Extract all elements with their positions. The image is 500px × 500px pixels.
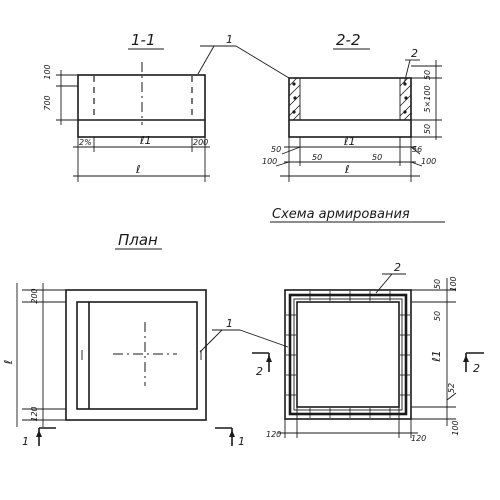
plan-view: План 1 200 120 ℓ 1 — [2, 231, 289, 448]
dim-2-2-right-mid: 5×100 — [423, 85, 432, 112]
dim-2-2-bl-50: 50 — [271, 145, 281, 154]
plan-cut-marker-right: 1 — [215, 427, 245, 448]
dim-2-2-b-50a: 50 — [312, 153, 322, 162]
plan-cut-marker-left: 1 — [22, 427, 56, 448]
callout-1-leader-a — [197, 45, 215, 75]
reinforcement-dim-bl-120: 120 — [266, 430, 281, 439]
reinforcement-cut-marker-right: 2 — [463, 352, 484, 375]
dim-2-2-br-100: 100 — [421, 157, 436, 166]
reinforcement-rebar-inner — [293, 298, 403, 411]
dim-2-2-b-50b: 50 — [372, 153, 382, 162]
dim-1-1-inner: ℓ1 — [139, 134, 152, 147]
dim-leader — [410, 146, 421, 155]
dim-2-2-inner: ℓ1 — [343, 135, 356, 148]
dim-2-2-br-56: 56 — [412, 145, 422, 154]
dim-1-1-left-edge: 2% — [79, 138, 92, 147]
section-1-1: 1-1 100 700 1 2% 200 ℓ1 ℓ — [43, 31, 290, 182]
callout-1-leader-b — [235, 45, 290, 79]
plan-outer-outline — [65, 289, 207, 421]
reinforcement-cut-left-label: 2 — [256, 365, 263, 378]
reinforcement-scheme-title: Схема армирования — [272, 207, 410, 222]
section-2-2-wall-left — [288, 77, 301, 121]
plan-cut-right-label: 1 — [238, 435, 245, 448]
dim-2-2-overall: ℓ — [344, 163, 350, 176]
plan-dim-top: 200 — [30, 288, 39, 303]
dim-2-2-right-bottom: 50 — [423, 124, 432, 134]
plan-callout-1-leader-b — [239, 329, 289, 348]
reinforcement-links — [286, 291, 410, 418]
dim-1-1-overall: ℓ — [135, 163, 141, 176]
plan-dim-overall: ℓ — [2, 360, 15, 366]
plan-callout-1-leader-a — [199, 329, 223, 353]
section-2-2-wall-left-hatch — [288, 77, 301, 121]
section-2-2: 2-2 2 — [262, 31, 442, 182]
plan-title: План — [118, 231, 158, 249]
dim-1-1-top: 100 — [43, 64, 52, 79]
dim-leader — [275, 161, 290, 167]
plan-callout-1-label: 1 — [226, 317, 233, 330]
reinforcement-rebar-outer — [288, 293, 408, 416]
reinforcement-inner-outline — [296, 301, 400, 408]
reinforcement-plan: 2 50 100 50 ℓ1 52 100 120 120 2 — [252, 261, 484, 443]
reinforcement-outer-outline — [284, 289, 412, 420]
section-2-2-title: 2-2 — [336, 31, 361, 49]
dim-1-1-height: 700 — [43, 95, 52, 110]
dim-2-2-bl-100: 100 — [262, 157, 277, 166]
reinforcement-callout-2-leader — [375, 273, 393, 294]
reinforcement-dim-r-l1: ℓ1 — [430, 350, 443, 363]
reinforcement-dim-r-100: 100 — [451, 420, 460, 435]
plan-inner-outline — [76, 301, 198, 410]
callout-1-label: 1 — [226, 33, 233, 46]
reinforcement-dim-tr-50: 50 — [433, 279, 442, 289]
dim-leader — [446, 392, 457, 401]
reinforcement-cut-right-label: 2 — [473, 362, 480, 375]
callout-2-label: 2 — [411, 47, 418, 60]
dim-1-1-right-edge: 200 — [193, 138, 208, 147]
reinforcement-cut-marker-left: 2 — [252, 352, 272, 378]
dim-leader — [281, 146, 301, 155]
section-1-1-title: 1-1 — [131, 31, 156, 49]
section-1-1-body — [77, 74, 206, 138]
reinforcement-dim-br-120: 120 — [411, 434, 426, 443]
reinforcement-dim-tr-100: 100 — [449, 276, 458, 291]
reinforcement-dim-r-50: 50 — [433, 311, 442, 321]
reinforcement-callout-2-label: 2 — [394, 261, 401, 274]
section-2-2-wall-right-hatch — [399, 77, 412, 121]
plan-dim-bottom: 120 — [30, 406, 39, 421]
reinforcement-dim-r-52: 52 — [447, 383, 456, 393]
plan-cut-left-label: 1 — [22, 435, 29, 448]
dim-2-2-right-top: 50 — [423, 70, 432, 80]
dim-leader — [410, 161, 423, 167]
section-2-2-body — [288, 77, 412, 138]
callout-2-leader — [403, 59, 411, 85]
